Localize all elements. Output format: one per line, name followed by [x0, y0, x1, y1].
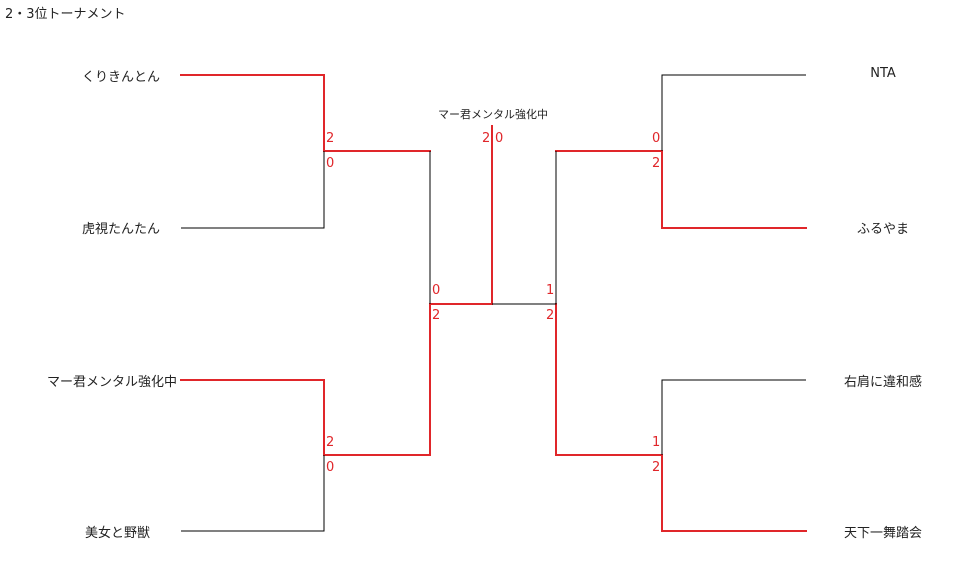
- champion-label: マー君メンタル強化中: [438, 108, 548, 121]
- team-left-4: 美女と野獣: [84, 526, 150, 541]
- score-lsemi-top: 0: [432, 283, 441, 298]
- score-l1-top: 2: [326, 131, 335, 146]
- team-right-1: NTA: [870, 66, 896, 81]
- score-r2-top: 1: [652, 435, 661, 450]
- score-r2-bot: 2: [652, 460, 661, 475]
- path-right-4: [555, 454, 807, 532]
- path-left-semi: [429, 303, 493, 456]
- team-left-3: マー君メンタル強化中: [46, 375, 177, 390]
- team-left-2: 虎視たんたん: [81, 222, 160, 237]
- score-r1-bot: 2: [652, 156, 661, 171]
- path-left-3: [180, 379, 431, 456]
- team-right-3: 右肩に違和感: [843, 375, 922, 390]
- score-r1-top: 0: [652, 131, 661, 146]
- path-left-4: [181, 455, 325, 532]
- path-left-2: [181, 151, 325, 229]
- team-right-4: 天下一舞踏会: [843, 526, 922, 541]
- team-left-1: くりきんとん: [81, 70, 160, 85]
- path-right-1: [661, 74, 806, 151]
- page-title: 2・3位トーナメント: [5, 7, 126, 22]
- bracket-win-lines: [180, 74, 807, 532]
- path-right-2: [555, 150, 807, 229]
- path-right-3: [661, 379, 806, 455]
- score-l1-bot: 0: [326, 156, 335, 171]
- score-lsemi-bot: 2: [432, 308, 441, 323]
- path-right-semi-top: [492, 151, 557, 305]
- score-l2-top: 2: [326, 435, 335, 450]
- score-rsemi-top: 1: [546, 283, 555, 298]
- path-left-1: [180, 74, 431, 152]
- score-final-right: 0: [495, 131, 504, 146]
- bracket-lose-lines: [181, 74, 806, 532]
- team-right-2: ふるやま: [856, 222, 909, 237]
- score-l2-bot: 0: [326, 460, 335, 475]
- score-final-left: 2: [482, 131, 491, 146]
- score-rsemi-bot: 2: [546, 308, 555, 323]
